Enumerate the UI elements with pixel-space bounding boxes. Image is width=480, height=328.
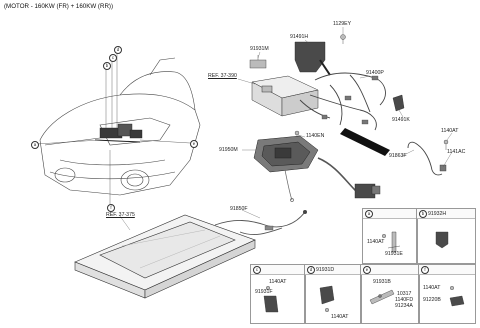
panel-c-art xyxy=(263,286,279,313)
detail-panel-e: e 91931B 10317 1140FD 91234A xyxy=(360,264,420,324)
panel-e-part-91234A[interactable]: 91234A xyxy=(395,303,413,309)
panel-d-art xyxy=(319,285,335,313)
part-label-91850F[interactable]: 91850F xyxy=(230,206,248,212)
part-label-91950M[interactable]: 91950M xyxy=(219,147,238,153)
detail-panel-b: b 91932H xyxy=(416,208,476,264)
junction-box xyxy=(251,75,319,117)
panel-b-art xyxy=(435,231,449,249)
part-label-91931M[interactable]: 91931M xyxy=(250,46,269,52)
panel-c-header: c xyxy=(251,265,305,275)
panel-b-header: b 91932H xyxy=(417,209,475,219)
link-arrow xyxy=(340,128,390,156)
panel-a-part-1140AT[interactable]: 1140AT xyxy=(367,239,385,245)
detail-panel-a: a 1140AT 91931E xyxy=(362,208,418,264)
callout-e[interactable]: e xyxy=(190,140,198,148)
part-label-91400P[interactable]: 91400P xyxy=(366,70,384,76)
part-label-1141AC[interactable]: 1141AC xyxy=(447,149,466,155)
panel-b-callout: b xyxy=(419,210,427,218)
panel-e-art xyxy=(369,289,395,305)
vehicle-outline xyxy=(39,57,201,196)
part-label-91491K[interactable]: 91491K xyxy=(392,117,410,123)
panel-f-header: f xyxy=(419,265,475,275)
bracket-91491K xyxy=(392,94,405,112)
panel-e-callout: e xyxy=(363,266,371,274)
panel-e-part-1140FD[interactable]: 1140FD xyxy=(395,297,414,303)
panel-f-art xyxy=(449,286,465,307)
panel-d-callout: d xyxy=(307,266,315,274)
panel-a-part-91931E[interactable]: 91931E xyxy=(385,251,403,257)
panel-f-part-91220B[interactable]: 91220B xyxy=(423,297,441,303)
car-callout-leaders xyxy=(36,52,191,204)
panel-a-callout: a xyxy=(365,210,373,218)
panel-c-part-1140AT[interactable]: 1140AT xyxy=(269,279,287,285)
label-leaders xyxy=(119,27,453,231)
panel-b-title[interactable]: 91932H xyxy=(428,210,447,217)
panel-f-callout: f xyxy=(421,266,429,274)
part-label-1129EY[interactable]: 1129EY xyxy=(333,21,352,27)
panel-d-header: d 91931D xyxy=(305,265,361,275)
panel-d-part-1140AT[interactable]: 1140AT xyxy=(331,314,349,320)
panel-c-part-91931F[interactable]: 91931F xyxy=(255,289,273,295)
panel-e-part-91931B[interactable]: 91931B xyxy=(373,279,391,285)
bracket-91491H xyxy=(294,41,331,76)
callout-d[interactable]: d xyxy=(114,46,122,54)
part-label-1140EN[interactable]: 1140EN xyxy=(306,133,325,139)
ref-label-37-375[interactable]: REF. 37-375 xyxy=(106,212,135,218)
callout-b[interactable]: b xyxy=(103,62,111,70)
callout-c[interactable]: c xyxy=(109,54,117,62)
panel-a-art xyxy=(382,231,401,253)
part-label-1140AT[interactable]: 1140AT xyxy=(441,128,459,134)
inverter-91950M xyxy=(253,135,319,173)
part-label-91491H[interactable]: 91491H xyxy=(290,34,309,40)
detail-panel-c: c 1140AT 91931F xyxy=(250,264,306,324)
panel-e-header: e xyxy=(361,265,419,275)
harness-91863F xyxy=(407,141,443,176)
panel-c-callout: c xyxy=(253,266,261,274)
engine-bay-parts xyxy=(94,123,143,143)
panel-a-header: a xyxy=(363,209,417,219)
panel-e-part-10317[interactable]: 10317 xyxy=(397,291,412,297)
diagram-title: (MOTOR - 160KW (FR) + 160KW (RR)) xyxy=(4,3,114,10)
panel-f-part-1140AT[interactable]: 1140AT xyxy=(423,285,441,291)
detail-panel-d: d 91931D 1140AT xyxy=(304,264,362,324)
callout-f[interactable]: f xyxy=(107,204,115,212)
battery-harness xyxy=(214,211,306,235)
harness-connectors xyxy=(321,75,379,125)
ref-label-37-390[interactable]: REF. 37-390 xyxy=(208,73,237,79)
panel-d-title[interactable]: 91931D xyxy=(316,266,335,273)
bracket-91931M xyxy=(249,55,267,69)
bolt-1129EY xyxy=(340,34,346,44)
part-label-91863F[interactable]: 91863F xyxy=(389,153,407,159)
battery-pack xyxy=(74,214,256,299)
inverter-harness-end xyxy=(354,183,381,199)
callout-a[interactable]: a xyxy=(31,141,39,149)
detail-panel-f: f 1140AT 91220B xyxy=(418,264,476,324)
